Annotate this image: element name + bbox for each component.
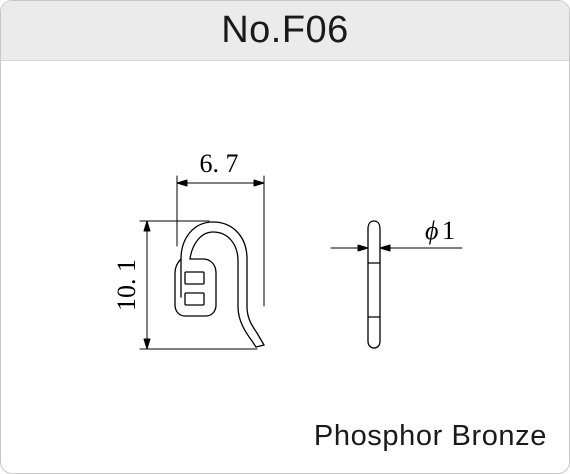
width-dimension-label: 6. 7 xyxy=(200,149,239,178)
height-arrow-bottom xyxy=(143,338,151,350)
diameter-arrow-right xyxy=(379,244,391,252)
wire-outline xyxy=(367,220,381,349)
width-arrow-right xyxy=(253,179,265,187)
hook-pad xyxy=(174,258,217,317)
header-bar: No.F06 xyxy=(1,1,569,61)
width-dimension xyxy=(176,175,265,307)
hook-slot-lower xyxy=(184,292,205,306)
hook-slot-upper xyxy=(184,271,205,285)
diameter-dimension xyxy=(330,244,463,252)
height-dimension-label: 10. 1 xyxy=(112,259,141,311)
material-label: Phosphor Bronze xyxy=(313,420,547,452)
hook-outline xyxy=(180,221,265,346)
diameter-value: 1 xyxy=(442,216,455,245)
diameter-arrow-left xyxy=(357,244,369,252)
diameter-symbol: ϕ xyxy=(425,216,438,245)
product-title: No.F06 xyxy=(221,9,349,51)
hook-tip xyxy=(255,344,265,348)
height-arrow-top xyxy=(143,220,151,232)
width-arrow-left xyxy=(176,179,188,187)
height-dimension xyxy=(139,220,258,350)
hook-front-view xyxy=(174,221,265,348)
hook-inner-outline xyxy=(189,231,257,348)
wire-side-view xyxy=(367,220,381,349)
